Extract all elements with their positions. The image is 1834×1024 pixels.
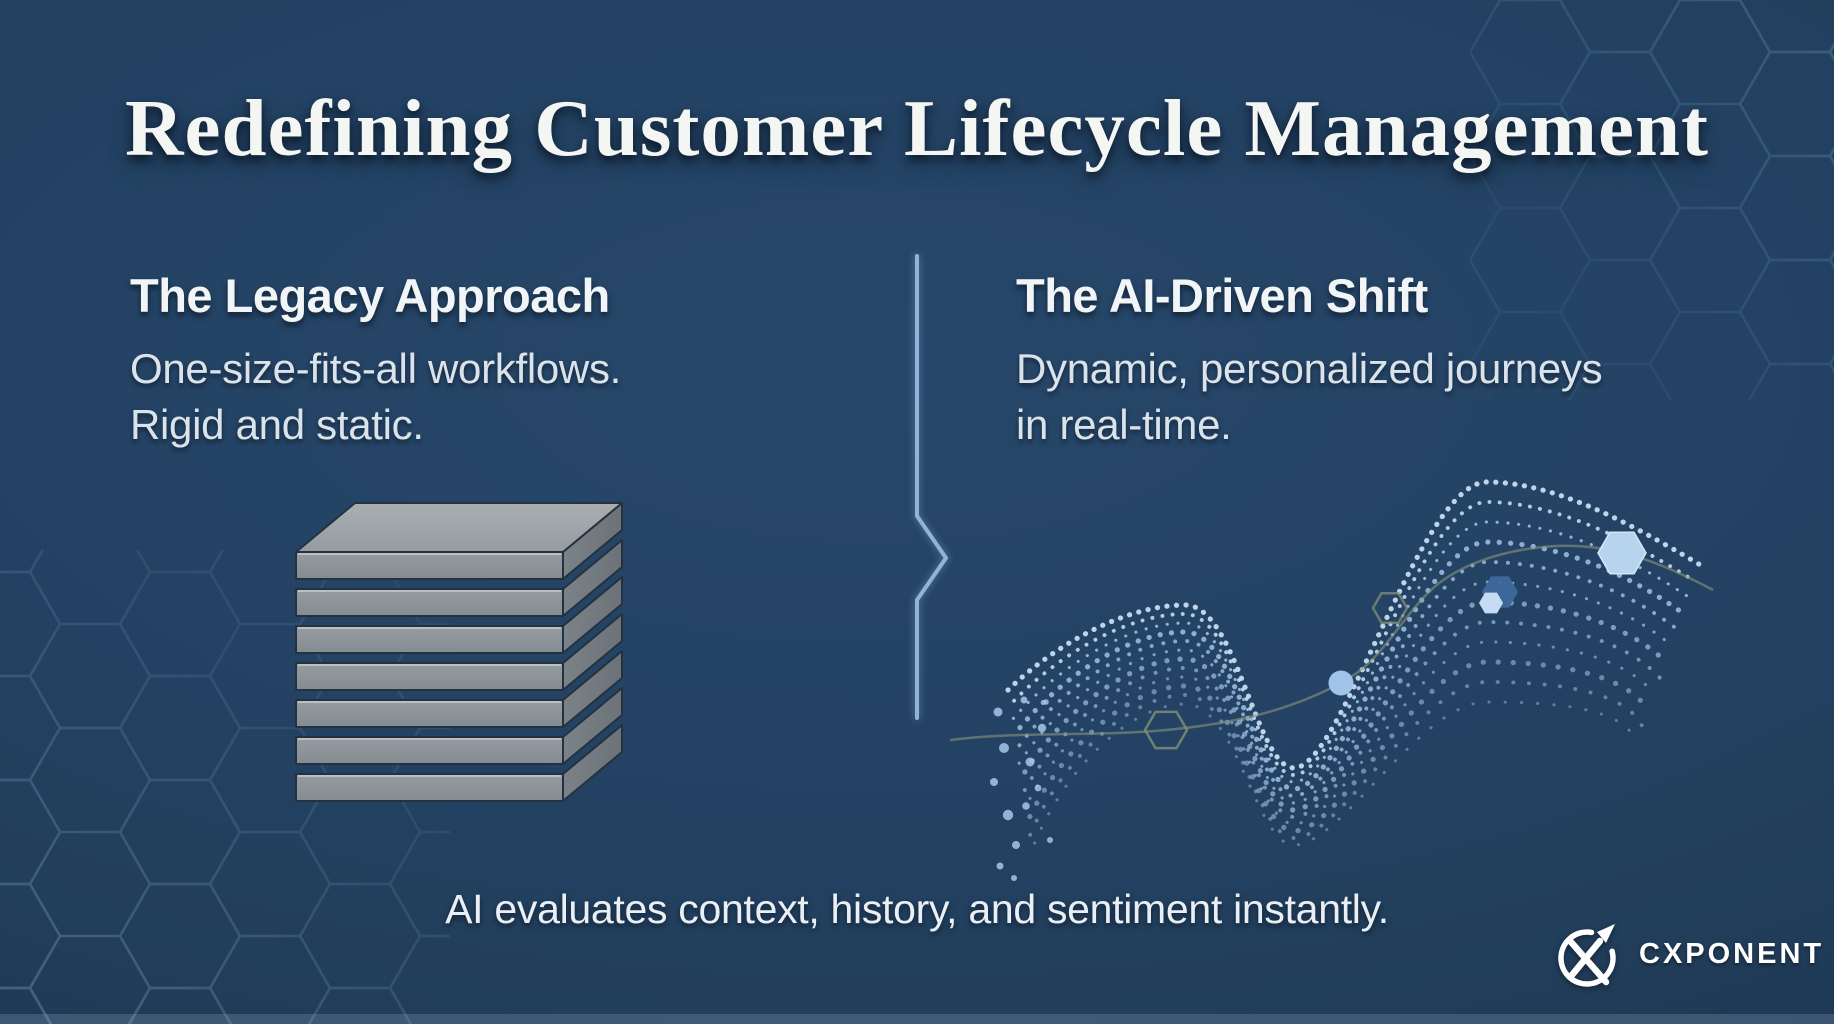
- slab-face: [295, 502, 623, 553]
- wave-dot: [1043, 699, 1049, 705]
- slab-face: [295, 662, 564, 691]
- wave-strand: [1023, 659, 1651, 834]
- legacy-body: One-size-fits-all workflows. Rigid and s…: [130, 341, 621, 453]
- slab-face: [295, 625, 564, 654]
- wave-dot: [1034, 784, 1042, 792]
- circle-node-icon: [1328, 670, 1354, 696]
- legacy-body-line2: Rigid and static.: [130, 401, 424, 448]
- slab-face: [295, 773, 564, 802]
- hex-pattern-top-right: [1470, 0, 1834, 400]
- slab-face: [295, 699, 564, 728]
- ai-body: Dynamic, personalized journeys in real-t…: [1016, 341, 1603, 453]
- wave-dot: [1047, 837, 1053, 843]
- caption: AI evaluates context, history, and senti…: [445, 886, 1389, 932]
- wave-strand: [1016, 580, 1674, 805]
- wave-dot: [1022, 802, 1030, 810]
- slab-face: [295, 551, 564, 580]
- cxponent-logo: CXPONENT: [1550, 912, 1824, 996]
- dotted-wave-illustration: [1005, 479, 1705, 857]
- ai-heading: The AI-Driven Shift: [1016, 269, 1428, 322]
- slab-face: [295, 736, 564, 765]
- wave-strand: [1026, 680, 1644, 842]
- circled-x-arrow-icon: [1558, 924, 1616, 987]
- wave-dot: [993, 707, 1003, 717]
- logo-text: CXPONENT: [1639, 937, 1825, 970]
- page-title: Redefining Customer Lifecycle Management: [125, 83, 1709, 173]
- legacy-body-line1: One-size-fits-all workflows.: [130, 345, 622, 392]
- journey-line: [949, 544, 1714, 742]
- bottom-edge-strip: [0, 1014, 1834, 1024]
- hexagon-outline-node-icon: [1143, 710, 1189, 750]
- wave-dot: [1037, 723, 1047, 733]
- wave-dot: [990, 778, 998, 786]
- legacy-heading: The Legacy Approach: [130, 269, 610, 322]
- wave-dot: [1012, 841, 1020, 849]
- wave-strand: [1005, 479, 1705, 771]
- wave-dot: [996, 862, 1004, 870]
- wave-dot: [1011, 875, 1017, 881]
- wave-dot: [1020, 696, 1028, 704]
- divider-chevron: [915, 254, 948, 720]
- ai-body-line2: in real-time.: [1016, 401, 1232, 448]
- wave-scatter-dots: [990, 696, 1053, 881]
- wave-strand: [1008, 500, 1698, 777]
- wave-strand: [1011, 539, 1687, 792]
- hexagon-node-large-icon: [1597, 531, 1647, 575]
- journey-line-group: [949, 531, 1714, 750]
- hexagon-node-light-icon: [1479, 592, 1503, 614]
- hexagon-outline-node-icon: [1371, 592, 1409, 624]
- wave-strand: [1017, 599, 1669, 813]
- wave-dot: [1025, 757, 1035, 767]
- wave-strand: [1010, 520, 1692, 784]
- wave-dot: [1002, 809, 1014, 821]
- stacked-layers-illustration: [295, 502, 623, 802]
- wave-dot: [999, 743, 1009, 753]
- wave-strand: [1014, 560, 1680, 798]
- wave-strand: [1020, 620, 1662, 819]
- ai-body-line1: Dynamic, personalized journeys: [1016, 345, 1603, 392]
- slab-face: [295, 588, 564, 617]
